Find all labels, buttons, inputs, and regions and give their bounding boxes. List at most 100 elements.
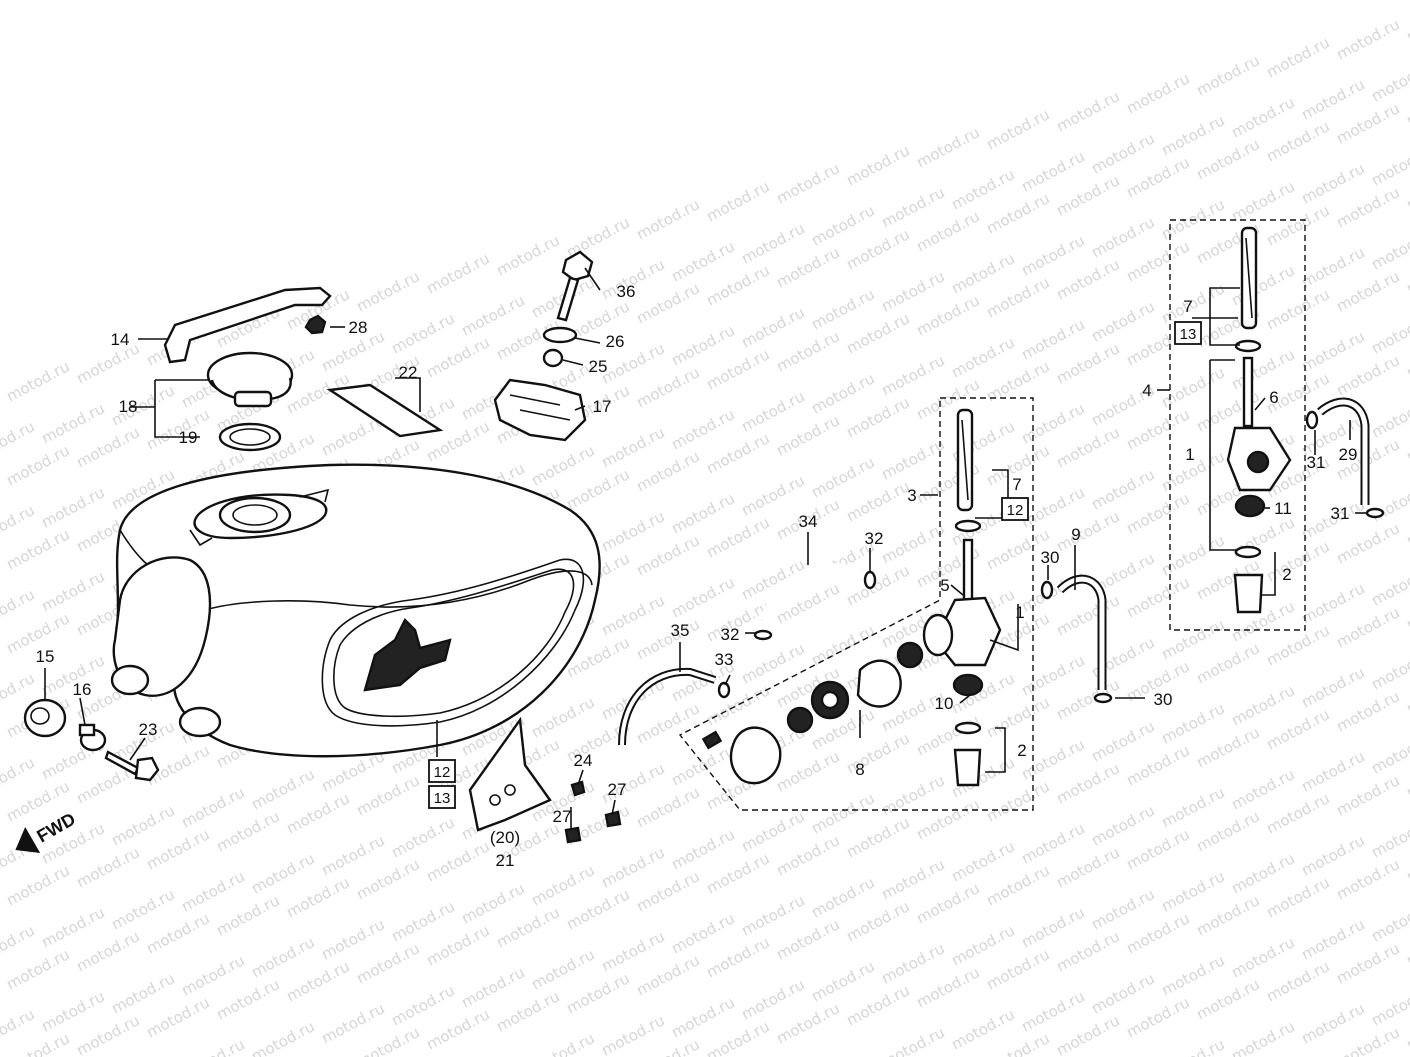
- watermark-text: motod.ru: [528, 861, 597, 909]
- watermark-text: motod.ru: [458, 291, 527, 339]
- watermark-text: motod.ru: [948, 837, 1017, 885]
- callout-22: 22: [399, 363, 418, 382]
- watermark-text: motod.ru: [1158, 111, 1227, 159]
- watermark-text: motod.ru: [843, 981, 912, 1029]
- watermark-text: motod.ru: [563, 801, 632, 849]
- watermark-text: motod.ru: [1088, 717, 1157, 765]
- watermark-text: motod.ru: [318, 999, 387, 1047]
- watermark-text: motod.ru: [773, 747, 842, 795]
- watermark-text: motod.ru: [878, 519, 947, 567]
- watermark-text: motod.ru: [633, 279, 702, 327]
- watermark-text: motod.ru: [703, 429, 772, 477]
- watermark-text: motod.ru: [1368, 393, 1410, 441]
- watermark-text: motod.ru: [738, 303, 807, 351]
- watermark-text: motod.ru: [318, 915, 387, 963]
- watermark-text: motod.ru: [983, 945, 1052, 993]
- callout-30: 30: [1041, 548, 1060, 567]
- watermark-text: motod.ru: [248, 933, 317, 981]
- watermark-text: motod.ru: [983, 861, 1052, 909]
- hose-35: [618, 667, 717, 746]
- callout-15: 15: [36, 647, 55, 666]
- watermark-text: motod.ru: [738, 807, 807, 855]
- watermark-text: motod.ru: [1368, 309, 1410, 357]
- watermark-text: motod.ru: [1123, 405, 1192, 453]
- watermark-text: motod.ru: [843, 393, 912, 441]
- watermark-text: motod.ru: [1158, 531, 1227, 579]
- watermark-text: motod.ru: [773, 831, 842, 879]
- watermark-text: motod.ru: [668, 489, 737, 537]
- watermark-text: motod.ru: [1298, 831, 1367, 879]
- watermark-text: motod.ru: [843, 729, 912, 777]
- watermark-text: motod.ru: [948, 249, 1017, 297]
- watermark-text: motod.ru: [633, 447, 702, 495]
- watermark-text: motod.ru: [283, 789, 352, 837]
- watermark-text: motod.ru: [178, 867, 247, 915]
- watermark-text: motod.ru: [1333, 1023, 1402, 1057]
- watermark-text: motod.ru: [1298, 747, 1367, 795]
- watermark-text: motod.ru: [563, 969, 632, 1017]
- watermark-text: motod.ru: [1263, 705, 1332, 753]
- watermark-text: motod.ru: [1018, 315, 1087, 363]
- watermark-text: motod.ru: [1123, 993, 1192, 1041]
- watermark-text: motod.ru: [1298, 915, 1367, 963]
- watermark-text: motod.ru: [773, 411, 842, 459]
- watermark-text: motod.ru: [388, 813, 457, 861]
- boxed-ref-12: 12: [434, 764, 451, 781]
- callout-3: 3: [907, 486, 916, 505]
- watermark-text: motod.ru: [248, 765, 317, 813]
- watermark-text: motod.ru: [3, 861, 72, 909]
- fuel-cock-assembly-right: [1169, 219, 1306, 631]
- callout-31: 31: [1307, 453, 1326, 472]
- watermark-text: motod.ru: [1298, 663, 1367, 711]
- watermark-text: motod.ru: [1298, 243, 1367, 291]
- watermark-text: motod.ru: [0, 963, 3, 1011]
- watermark-text: motod.ru: [808, 789, 877, 837]
- watermark-text: motod.ru: [1053, 423, 1122, 471]
- watermark-text: motod.ru: [843, 897, 912, 945]
- watermark-text: motod.ru: [1333, 267, 1402, 315]
- watermark-text: motod.ru: [738, 387, 807, 435]
- watermark-text: motod.ru: [1333, 351, 1402, 399]
- watermark-text: motod.ru: [38, 903, 107, 951]
- fuel-tank: [110, 463, 601, 758]
- watermark-text: motod.ru: [1053, 675, 1122, 723]
- watermark-text: motod.ru: [283, 873, 352, 921]
- callout-19: 19: [179, 428, 198, 447]
- watermark-text: motod.ru: [598, 843, 667, 891]
- fuel-cock-assembly-center: [678, 397, 1034, 811]
- watermark-text: motod.ru: [213, 807, 282, 855]
- boxed-ref-12: 12: [1007, 502, 1024, 519]
- watermark-text: motod.ru: [738, 975, 807, 1023]
- callout-32: 32: [721, 625, 740, 644]
- watermark-text: motod.ru: [913, 963, 982, 1011]
- watermark-text: motod.ru: [948, 1005, 1017, 1053]
- callout-27: 27: [553, 807, 572, 826]
- bolt-23: [104, 750, 160, 782]
- watermark-text: motod.ru: [1228, 933, 1297, 981]
- watermark-text: motod.ru: [1053, 339, 1122, 387]
- watermark-text: motod.ru: [808, 201, 877, 249]
- watermark-text: motod.ru: [73, 339, 142, 387]
- watermark-text: motod.ru: [1088, 465, 1157, 513]
- callout-32: 32: [865, 529, 884, 548]
- callout-35: 35: [671, 621, 690, 640]
- watermark-text: motod.ru: [528, 693, 597, 741]
- watermark-text: motod.ru: [1123, 153, 1192, 201]
- callout-1: 1: [1185, 445, 1194, 464]
- watermark-text: motod.ru: [1298, 75, 1367, 123]
- callout-10: 10: [935, 694, 954, 713]
- watermark-text: motod.ru: [1053, 927, 1122, 975]
- watermark-text: motod.ru: [668, 321, 737, 369]
- watermark-text: motod.ru: [1053, 843, 1122, 891]
- bolt-36: [556, 250, 594, 322]
- watermark-text: motod.ru: [668, 573, 737, 621]
- watermark-text: motod.ru: [738, 639, 807, 687]
- watermark-text: motod.ru: [178, 783, 247, 831]
- watermark-text: motod.ru: [983, 693, 1052, 741]
- watermark-text: motod.ru: [0, 795, 3, 843]
- watermark-text: motod.ru: [668, 909, 737, 957]
- watermark-text: motod.ru: [1263, 873, 1332, 921]
- watermark-text: motod.ru: [38, 567, 107, 615]
- callout-34: 34: [799, 512, 818, 531]
- watermark-text: motod.ru: [3, 357, 72, 405]
